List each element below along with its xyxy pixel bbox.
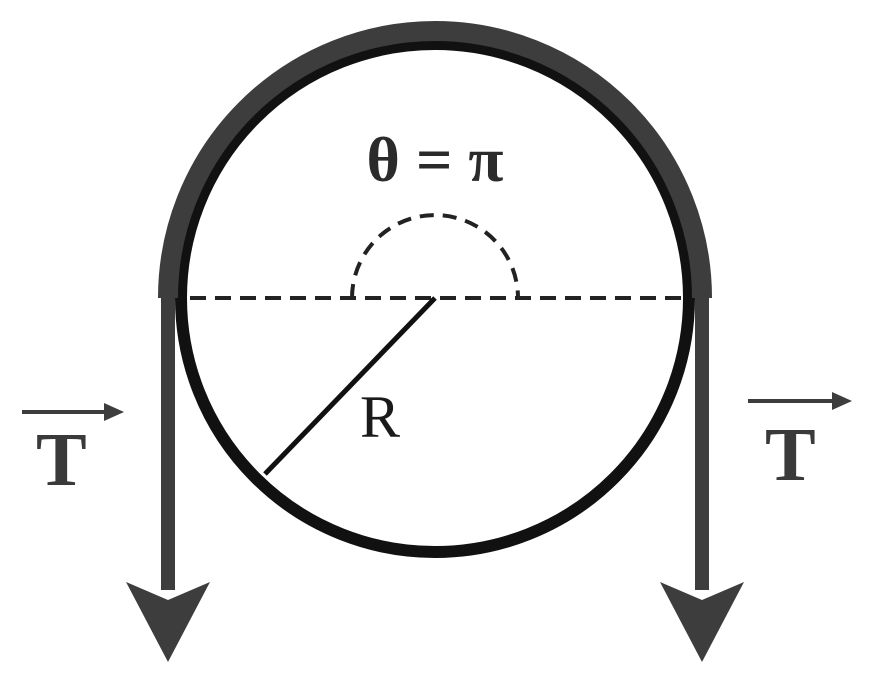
angle-label: θ = π (366, 124, 504, 195)
belt-arc (158, 21, 712, 299)
right-tension-arrowhead (660, 582, 744, 662)
radius-label: R (360, 384, 401, 450)
radius-line (263, 296, 437, 476)
tension-right-label: T (765, 413, 816, 497)
pulley-wheel (175, 38, 695, 558)
tension-left-label: T (36, 418, 87, 502)
left-vector-arrowhead (104, 403, 124, 421)
right-vector-arrowhead (832, 392, 852, 410)
left-tension-arrowhead (126, 582, 210, 662)
angle-arc (350, 213, 520, 299)
